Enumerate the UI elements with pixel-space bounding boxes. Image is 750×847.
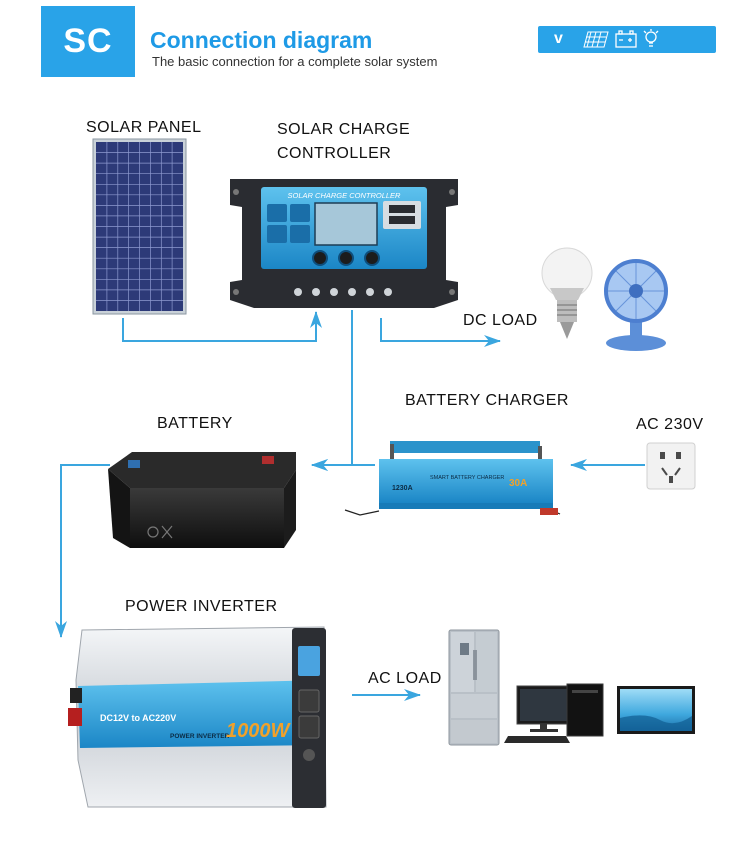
v-mark: v (554, 30, 563, 47)
battery-label: BATTERY (157, 415, 233, 432)
page-subtitle: The basic connection for a complete sola… (152, 54, 438, 69)
desktop-computer-image (504, 683, 604, 743)
header-icon-bar: v (538, 26, 716, 53)
bulb-icon (643, 29, 659, 47)
solar-panel-icon (583, 31, 609, 48)
refrigerator-image (448, 629, 500, 746)
led-bulb-image (541, 247, 593, 339)
power-inverter-image: DC12V to AC220V POWER INVERTER 1000W (68, 626, 327, 808)
dc-load-label: DC LOAD (463, 312, 538, 329)
battery-icon (615, 30, 637, 48)
inverter-spec-text: DC12V to AC220V (100, 713, 176, 723)
battery-to-inverter-wire (55, 464, 110, 638)
solar-panel-label: SOLAR PANEL (86, 119, 202, 136)
section-badge: SC (41, 6, 135, 77)
controller-to-dc-load-wire (380, 318, 501, 347)
wall-socket-image (646, 442, 696, 490)
header-icons (583, 29, 659, 48)
power-inverter-label: POWER INVERTER (125, 598, 278, 615)
charger-model-text: 1230A (392, 485, 413, 492)
inverter-name-text: POWER INVERTER (170, 733, 230, 740)
inverter-watt-text: 1000W (226, 720, 291, 742)
charger-title-text: SMART BATTERY CHARGER (430, 475, 504, 481)
desk-fan-image (604, 259, 668, 351)
controller-label-line2: CONTROLLER (277, 145, 392, 162)
controller-panel-text: SOLAR CHARGE CONTROLLER (288, 191, 402, 200)
battery-image (108, 452, 296, 548)
charge-controller-image: SOLAR CHARGE CONTROLLER (230, 179, 458, 308)
solar-panel-image (92, 138, 187, 315)
ac-230v-label: AC 230V (636, 416, 704, 433)
controller-to-battery-wire (311, 310, 353, 471)
flat-tv-image (617, 686, 695, 734)
panel-to-controller-wire (122, 311, 322, 342)
wiring (55, 310, 645, 701)
battery-charger-label: BATTERY CHARGER (405, 392, 569, 409)
controller-label-line1: SOLAR CHARGE (277, 121, 411, 138)
ac-load-label: AC LOAD (368, 670, 442, 687)
battery-charger-image: 1230A SMART BATTERY CHARGER 30A (344, 441, 561, 516)
charger-amp-text: 30A (509, 478, 527, 489)
page-title: Connection diagram (150, 27, 373, 53)
